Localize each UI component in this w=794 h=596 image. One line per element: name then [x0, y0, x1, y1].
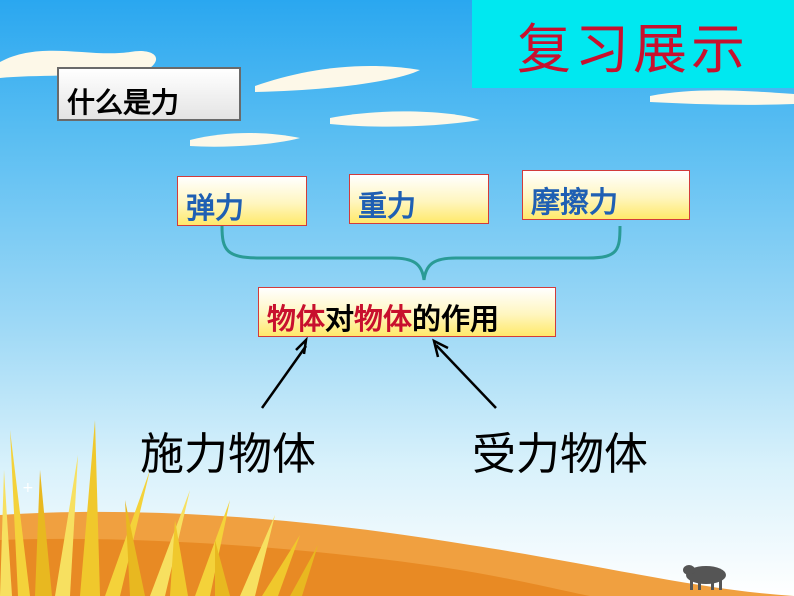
definition-object-2: 物体: [354, 302, 413, 336]
force-label-friction: 摩擦力: [531, 185, 619, 219]
definition-box: 物体对物体的作用: [258, 287, 556, 337]
definition-object-1: 物体: [267, 302, 326, 336]
force-box-elastic: 弹力: [177, 176, 307, 226]
question-box: 什么是力: [57, 67, 241, 121]
slide-title: 复习展示: [472, 0, 794, 88]
arrow-receiving: [432, 338, 497, 409]
arrow-exerting: [260, 336, 308, 409]
force-label-elastic: 弹力: [186, 191, 245, 225]
label-receiving-object: 受力物体: [472, 429, 648, 480]
slide-title-text: 复习展示: [517, 17, 749, 81]
label-exerting-object: 施力物体: [140, 429, 316, 480]
grouping-brace: [220, 225, 622, 281]
cow-icon: [683, 565, 726, 590]
question-text: 什么是力: [67, 86, 180, 119]
sparkle-icon: +: [22, 480, 34, 496]
force-label-gravity: 重力: [358, 189, 417, 223]
force-box-friction: 摩擦力: [522, 170, 690, 220]
definition-on: 对: [325, 302, 355, 336]
grass-blades: [0, 420, 318, 596]
force-box-gravity: 重力: [349, 174, 489, 224]
definition-action: 的作用: [412, 302, 500, 336]
